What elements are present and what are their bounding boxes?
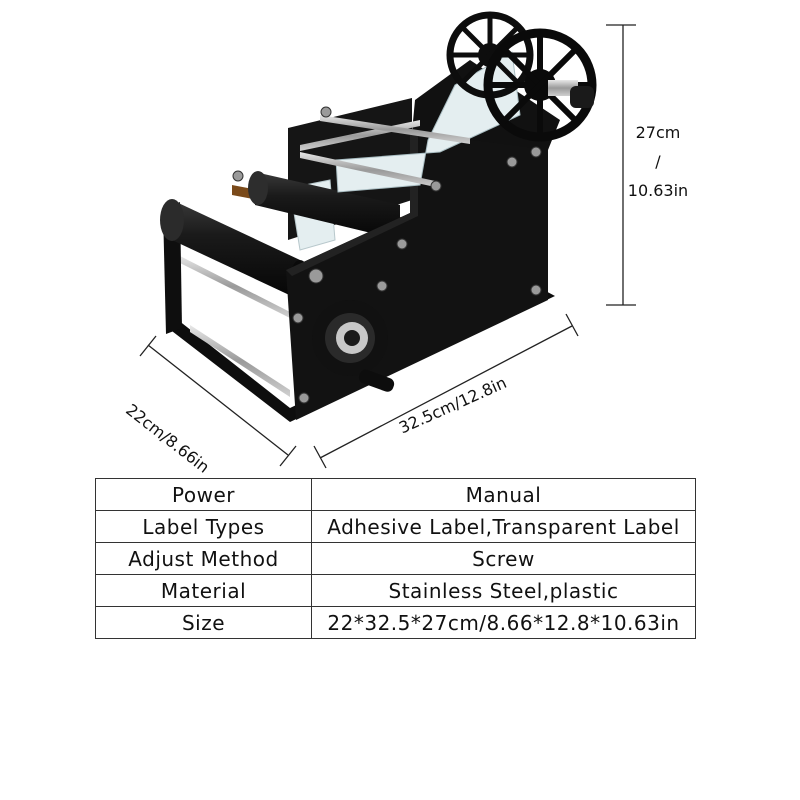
- width-dimension-line: [313, 313, 579, 469]
- base-plate: [168, 288, 555, 422]
- table-row: Material Stainless Steel,plastic: [95, 574, 696, 607]
- spec-value: Adhesive Label,Transparent Label: [311, 510, 696, 543]
- spec-value: Screw: [311, 542, 696, 575]
- spec-label: Material: [95, 574, 312, 607]
- spool-knob: [548, 80, 594, 108]
- table-row: Power Manual: [95, 478, 696, 511]
- table-row: Size 22*32.5*27cm/8.66*12.8*10.63in: [95, 606, 696, 639]
- height-dimension-label: 27cm / 10.63in: [618, 118, 698, 205]
- spec-label: Label Types: [95, 510, 312, 543]
- height-cm: 27cm: [635, 123, 681, 142]
- upper-rods: [300, 115, 470, 188]
- height-separator: /: [655, 152, 661, 171]
- rear-roller: [248, 171, 400, 240]
- depth-dimension-line: [139, 335, 297, 467]
- height-dimension-line: [606, 24, 636, 306]
- front-spool-wheel: [483, 28, 597, 142]
- spec-value: Manual: [311, 478, 696, 511]
- handwheel: [312, 300, 395, 392]
- spec-table: Power Manual Label Types Adhesive Label,…: [95, 478, 696, 639]
- table-row: Label Types Adhesive Label,Transparent L…: [95, 510, 696, 543]
- bolts: [232, 106, 542, 404]
- height-in: 10.63in: [627, 181, 689, 200]
- spec-label: Size: [95, 606, 312, 639]
- spec-value: 22*32.5*27cm/8.66*12.8*10.63in: [311, 606, 696, 639]
- product-illustration: [139, 11, 636, 469]
- guide-rods: [178, 255, 290, 397]
- spec-value: Stainless Steel,plastic: [311, 574, 696, 607]
- table-row: Adjust Method Screw: [95, 542, 696, 575]
- spec-label: Adjust Method: [95, 542, 312, 575]
- spec-label: Power: [95, 478, 312, 511]
